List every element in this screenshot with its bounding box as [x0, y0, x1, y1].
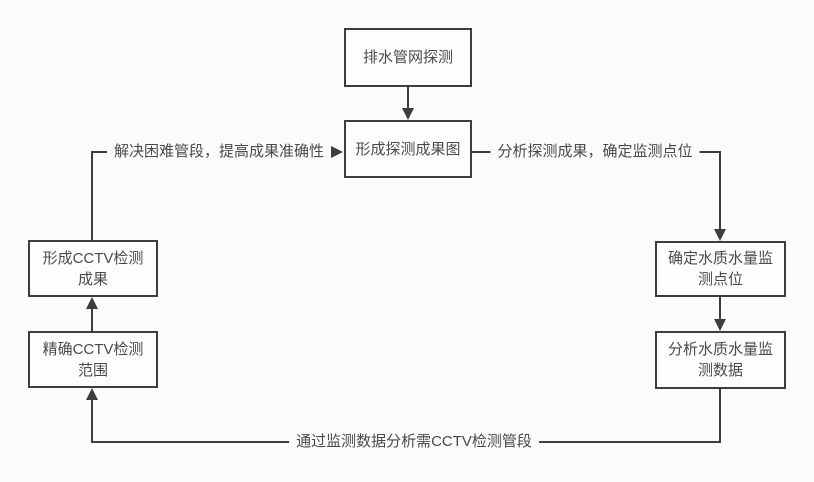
- connector-data-down: [719, 389, 721, 443]
- node-cctv-inspection-scope: 精确CCTV检测 范围: [28, 331, 158, 388]
- arrowhead-down-into-resultmap: [402, 108, 414, 120]
- connector-right-down: [719, 151, 721, 231]
- connector-cctvresult-up: [91, 151, 93, 240]
- node-water-monitoring-data: 分析水质水量监 测数据: [655, 331, 786, 389]
- connector-detection-to-resultmap: [407, 87, 409, 110]
- node-detection-result-map: 形成探测成果图: [344, 120, 472, 178]
- edge-label-determine-points: 分析探测成果，确定监测点位: [490, 142, 700, 162]
- arrowhead-up-into-cctvresult: [86, 297, 98, 309]
- arrowhead-down-into-monitorpoints: [714, 229, 726, 241]
- node-pipe-network-detection: 排水管网探测: [344, 28, 472, 87]
- arrowhead-right-into-resultmap: [331, 146, 343, 158]
- edge-label-cctv-segments: 通过监测数据分析需CCTV检测管段: [289, 432, 539, 452]
- connector-points-to-data: [719, 297, 721, 321]
- edge-label-improve-accuracy: 解决困难管段，提高成果准确性: [106, 142, 332, 162]
- connector-bottom-up: [91, 400, 93, 443]
- node-cctv-inspection-result: 形成CCTV检测 成果: [28, 240, 158, 297]
- arrowhead-down-into-monitordata: [714, 319, 726, 331]
- node-water-monitoring-points: 确定水质水量监 测点位: [655, 241, 786, 297]
- arrowhead-up-into-cctvscope: [86, 388, 98, 400]
- connector-scope-to-result: [91, 309, 93, 331]
